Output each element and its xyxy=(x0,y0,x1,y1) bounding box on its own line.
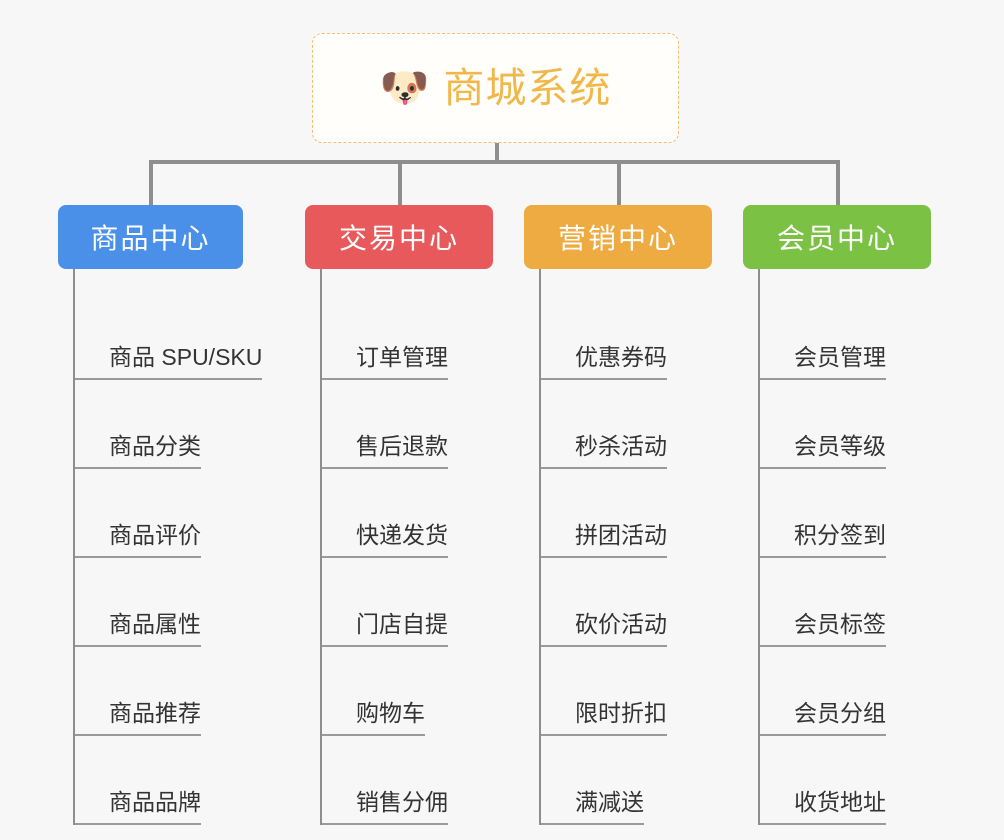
leaf-item[interactable]: 秒杀活动 xyxy=(541,380,754,469)
branch-column-1: 商品中心 商品 SPU/SKU 商品分类 商品评价 商品属性 商品推荐 商品品牌 xyxy=(58,205,288,825)
leaf-item[interactable]: 会员等级 xyxy=(760,380,973,469)
leaf-item[interactable]: 商品推荐 xyxy=(75,647,288,736)
leaf-item[interactable]: 商品品牌 xyxy=(75,736,288,825)
leaf-item[interactable]: 快递发货 xyxy=(322,469,535,558)
leaf-label: 会员标签 xyxy=(760,613,886,647)
leaf-item[interactable]: 优惠券码 xyxy=(541,291,754,380)
branch-column-3: 营销中心 优惠券码 秒杀活动 拼团活动 砍价活动 限时折扣 满减送 xyxy=(524,205,754,825)
connector-root-stub xyxy=(495,143,499,164)
leaf-label: 收货地址 xyxy=(760,791,886,825)
branch-leaf-list-3: 优惠券码 秒杀活动 拼团活动 砍价活动 限时折扣 满减送 xyxy=(539,269,754,825)
leaf-item[interactable]: 商品属性 xyxy=(75,558,288,647)
leaf-label: 秒杀活动 xyxy=(541,435,667,469)
branch-leaf-list-2: 订单管理 售后退款 快递发货 门店自提 购物车 销售分佣 xyxy=(320,269,535,825)
leaf-label: 商品 SPU/SKU xyxy=(75,346,263,380)
leaf-label: 会员等级 xyxy=(760,435,886,469)
branch-column-2: 交易中心 订单管理 售后退款 快递发货 门店自提 购物车 销售分佣 xyxy=(305,205,535,825)
leaf-label: 会员管理 xyxy=(760,346,886,380)
leaf-label: 商品评价 xyxy=(75,524,201,558)
branch-header-4[interactable]: 会员中心 xyxy=(743,205,931,269)
branch-header-2[interactable]: 交易中心 xyxy=(305,205,493,269)
root-node-mall-system[interactable]: 🐶 商城系统 xyxy=(312,33,679,143)
branch-column-4: 会员中心 会员管理 会员等级 积分签到 会员标签 会员分组 收货地址 xyxy=(743,205,973,825)
leaf-label: 商品属性 xyxy=(75,613,201,647)
root-node-title: 商城系统 xyxy=(443,64,612,111)
leaf-label: 订单管理 xyxy=(322,346,448,380)
leaf-item[interactable]: 会员标签 xyxy=(760,558,973,647)
leaf-label: 销售分佣 xyxy=(322,791,448,825)
leaf-label: 限时折扣 xyxy=(541,702,667,736)
branch-leaf-list-1: 商品 SPU/SKU 商品分类 商品评价 商品属性 商品推荐 商品品牌 xyxy=(73,269,288,825)
branch-leaf-list-4: 会员管理 会员等级 积分签到 会员标签 会员分组 收货地址 xyxy=(758,269,973,825)
leaf-label: 商品分类 xyxy=(75,435,201,469)
connector-drop-2 xyxy=(398,160,402,205)
leaf-item[interactable]: 满减送 xyxy=(541,736,754,825)
branch-header-1[interactable]: 商品中心 xyxy=(58,205,243,269)
leaf-item[interactable]: 积分签到 xyxy=(760,469,973,558)
leaf-item[interactable]: 订单管理 xyxy=(322,291,535,380)
leaf-label: 砍价活动 xyxy=(541,613,667,647)
leaf-label: 拼团活动 xyxy=(541,524,667,558)
leaf-item[interactable]: 商品评价 xyxy=(75,469,288,558)
leaf-item[interactable]: 会员管理 xyxy=(760,291,973,380)
leaf-label: 满减送 xyxy=(541,791,644,825)
leaf-label: 商品推荐 xyxy=(75,702,201,736)
leaf-item[interactable]: 门店自提 xyxy=(322,558,535,647)
leaf-item[interactable]: 销售分佣 xyxy=(322,736,535,825)
leaf-label: 购物车 xyxy=(322,702,425,736)
leaf-label: 快递发货 xyxy=(322,524,448,558)
connector-drop-4 xyxy=(836,160,840,205)
leaf-item[interactable]: 商品 SPU/SKU xyxy=(75,291,288,380)
branch-header-3[interactable]: 营销中心 xyxy=(524,205,712,269)
leaf-item[interactable]: 收货地址 xyxy=(760,736,973,825)
leaf-label: 售后退款 xyxy=(322,435,448,469)
leaf-label: 商品品牌 xyxy=(75,791,201,825)
leaf-label: 积分签到 xyxy=(760,524,886,558)
leaf-item[interactable]: 砍价活动 xyxy=(541,558,754,647)
connector-horizontal-bus xyxy=(149,160,840,164)
leaf-item[interactable]: 售后退款 xyxy=(322,380,535,469)
dog-face-icon: 🐶 xyxy=(379,66,430,110)
connector-drop-3 xyxy=(617,160,621,205)
leaf-item[interactable]: 商品分类 xyxy=(75,380,288,469)
connector-drop-1 xyxy=(149,160,153,205)
leaf-item[interactable]: 会员分组 xyxy=(760,647,973,736)
leaf-label: 门店自提 xyxy=(322,613,448,647)
leaf-item[interactable]: 限时折扣 xyxy=(541,647,754,736)
leaf-item[interactable]: 购物车 xyxy=(322,647,535,736)
leaf-label: 会员分组 xyxy=(760,702,886,736)
leaf-item[interactable]: 拼团活动 xyxy=(541,469,754,558)
leaf-label: 优惠券码 xyxy=(541,346,667,380)
